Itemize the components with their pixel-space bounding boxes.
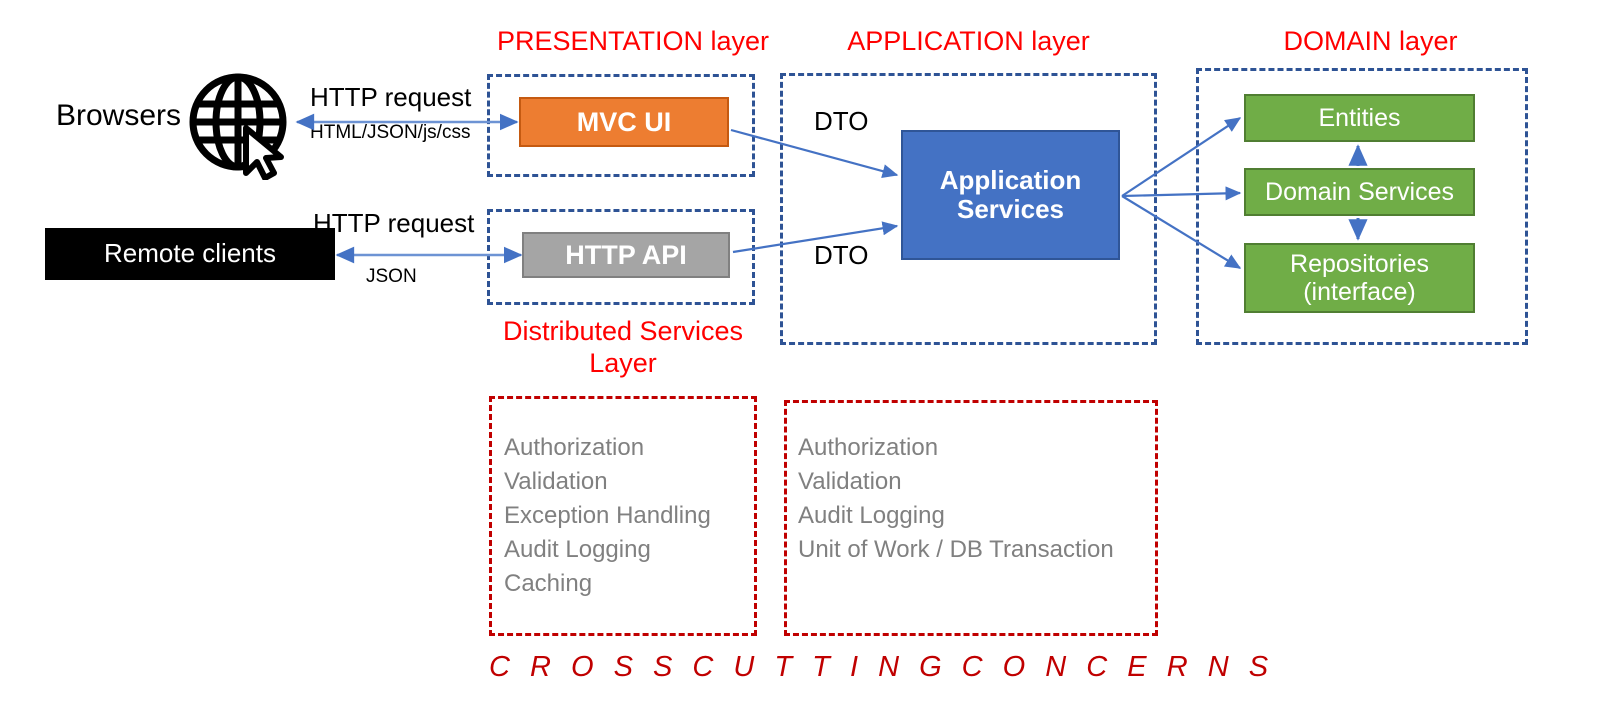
- dto-top-label: DTO: [814, 106, 869, 136]
- list-item: Authorization: [504, 434, 645, 461]
- dto-bottom-label: DTO: [814, 240, 869, 270]
- cross-cutting-box-left: [489, 396, 757, 636]
- list-item: Exception Handling: [504, 502, 711, 530]
- list-item: Validation: [504, 468, 608, 496]
- list-item: Validation: [798, 468, 902, 496]
- cross-cutting-concerns-footer: C R O S S C U T T I N G C O N C E R N S: [489, 651, 1275, 683]
- cross-cutting-list-left: Authorization Validation Exception Handl…: [504, 431, 711, 601]
- domain-layer-title: DOMAIN layer: [1283, 26, 1458, 56]
- repositories-label-line1: Repositories: [1290, 250, 1429, 278]
- remote-response-label: JSON: [366, 266, 417, 287]
- browsers-label: Browsers: [56, 99, 182, 132]
- list-item: Audit Logging: [504, 536, 651, 564]
- http-api-box: HTTP API: [522, 232, 730, 278]
- distributed-title-line2: Layer: [589, 348, 657, 379]
- distributed-services-layer-title: Distributed Services Layer: [489, 315, 757, 380]
- entities-box: Entities: [1244, 94, 1475, 142]
- presentation-layer-title: PRESENTATION layer: [497, 26, 770, 56]
- application-services-box: Application Services: [901, 130, 1120, 260]
- browser-http-request-label: HTTP request: [310, 82, 472, 112]
- application-services-label-line2: Services: [957, 194, 1064, 224]
- list-item: Unit of Work / DB Transaction: [798, 536, 1114, 564]
- list-item: Authorization: [798, 434, 939, 461]
- application-services-label-line1: Application: [939, 164, 1082, 195]
- application-layer-title: APPLICATION layer: [847, 26, 1090, 56]
- list-item: Caching: [504, 570, 593, 598]
- list-item: Audit Logging: [798, 502, 945, 530]
- cross-cutting-box-right: [784, 400, 1158, 636]
- remote-http-request-label: HTTP request: [313, 208, 475, 238]
- cross-cutting-list-right: Authorization Validation Audit Logging U…: [798, 431, 1114, 567]
- mvc-ui-box: MVC UI: [519, 97, 729, 147]
- http-api-label: HTTP API: [565, 239, 687, 270]
- repositories-label-line2: (interface): [1303, 278, 1416, 306]
- repositories-box: Repositories (interface): [1244, 243, 1475, 313]
- browser-response-label: HTML/JSON/js/css: [310, 122, 471, 143]
- remote-clients-box: Remote clients: [45, 228, 335, 280]
- domain-services-box: Domain Services: [1244, 168, 1475, 216]
- distributed-title-line1: Distributed Services: [502, 316, 744, 346]
- globe-cursor-icon: [186, 70, 296, 181]
